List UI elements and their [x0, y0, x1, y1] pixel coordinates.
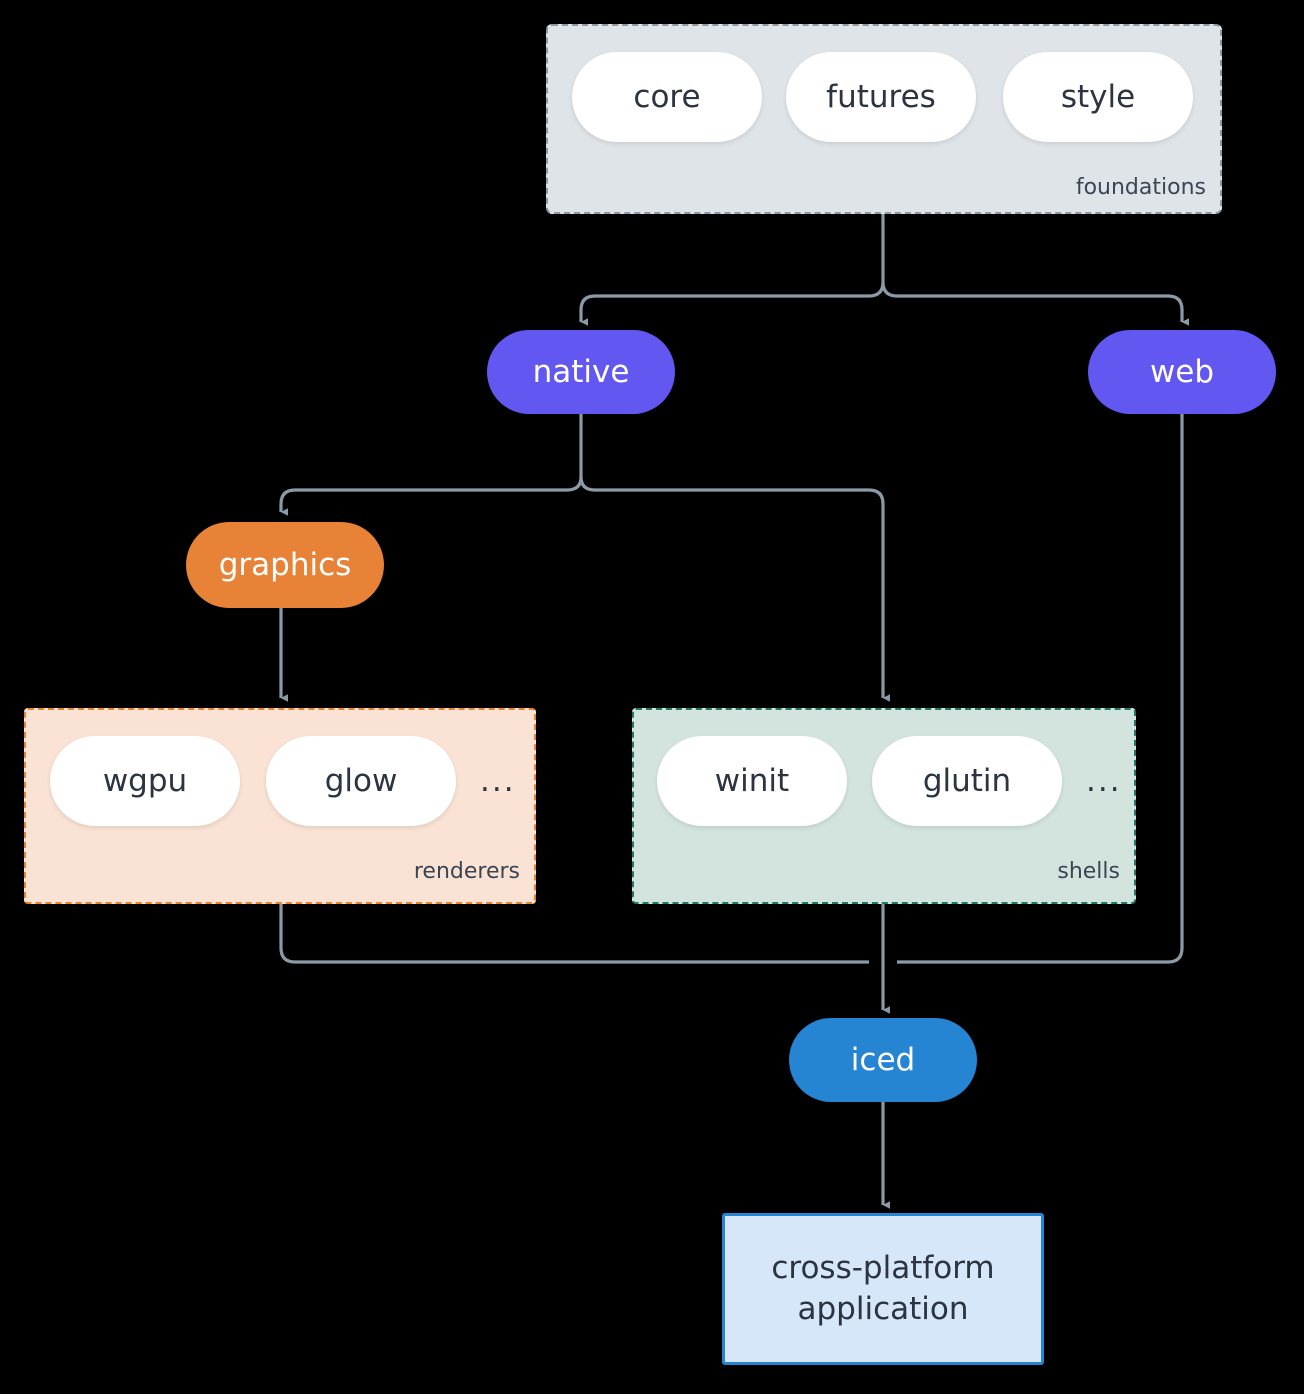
- node-glow-label: glow: [324, 763, 398, 799]
- node-graphics-label: graphics: [218, 547, 352, 583]
- node-native-label: native: [532, 354, 630, 390]
- edge-foundations-to-web: [881, 281, 1189, 326]
- node-iced[interactable]: iced: [789, 1018, 977, 1102]
- edge-native-to-graphics: [279, 476, 583, 516]
- node-futures[interactable]: futures: [786, 52, 976, 142]
- node-web[interactable]: web: [1088, 330, 1276, 414]
- node-winit[interactable]: winit: [657, 736, 847, 826]
- node-style-label: style: [1060, 79, 1136, 115]
- edge-web-to-merge: [897, 414, 1184, 964]
- node-glutin[interactable]: glutin: [872, 736, 1062, 826]
- node-style[interactable]: style: [1003, 52, 1193, 142]
- group-foundations-caption: foundations: [1075, 175, 1206, 200]
- group-shells-caption: shells: [1057, 859, 1120, 884]
- node-winit-label: winit: [714, 763, 790, 799]
- node-native[interactable]: native: [487, 330, 675, 414]
- node-web-label: web: [1149, 354, 1215, 390]
- edge-native-to-shells: [579, 476, 890, 702]
- application-line-1: cross-platform: [771, 1250, 995, 1287]
- node-core[interactable]: core: [572, 52, 762, 142]
- shells-overflow-ellipsis: ...: [1086, 763, 1122, 799]
- group-renderers-caption: renderers: [413, 859, 520, 884]
- node-graphics[interactable]: graphics: [186, 522, 384, 608]
- renderers-overflow-ellipsis: ...: [480, 763, 516, 799]
- node-futures-label: futures: [826, 79, 936, 115]
- node-application[interactable]: cross-platform application: [722, 1213, 1044, 1365]
- node-wgpu[interactable]: wgpu: [50, 736, 240, 826]
- node-wgpu-label: wgpu: [102, 763, 188, 799]
- node-glow[interactable]: glow: [266, 736, 456, 826]
- edge-foundations-to-native: [579, 281, 885, 326]
- edge-renderers-to-merge: [279, 903, 869, 964]
- node-iced-label: iced: [850, 1042, 916, 1078]
- node-core-label: core: [633, 79, 701, 115]
- node-glutin-label: glutin: [922, 763, 1012, 799]
- application-line-2: application: [797, 1291, 969, 1327]
